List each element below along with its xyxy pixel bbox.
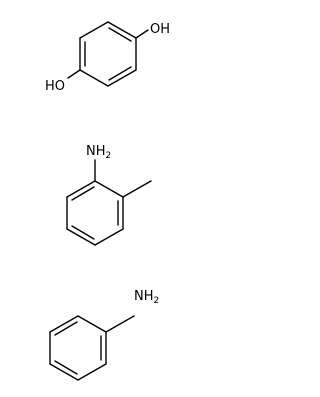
amino-label-main: NH	[86, 144, 106, 159]
hydroquinone-structure: OH HO	[45, 21, 170, 94]
bond-to-oh-top	[135, 29, 149, 39]
double-bond-inner	[54, 321, 78, 336]
bond-to-amino	[105, 315, 135, 333]
bond	[107, 69, 137, 87]
methyl-bond	[122, 180, 152, 198]
bond	[66, 180, 96, 198]
bond	[49, 315, 79, 333]
bond-to-oh-bottom	[67, 69, 81, 79]
double-bond-inner	[71, 225, 95, 240]
hydroxyl-label-bottom: HO	[45, 79, 65, 94]
hydroquinone-ring	[79, 21, 137, 87]
amino-label-subscript: 2	[106, 151, 112, 161]
chemical-structures-canvas: OH HO NH2	[45, 21, 170, 381]
bond	[94, 180, 124, 198]
bond	[79, 21, 109, 39]
amino-label-subscript: 2	[154, 296, 160, 306]
amino-label: NH2	[134, 289, 159, 306]
o-toluidine-ring	[66, 180, 124, 246]
double-bond-inner	[54, 360, 78, 375]
bond	[77, 363, 107, 381]
bond	[107, 21, 137, 39]
o-toluidine-structure: NH2	[66, 144, 152, 246]
bond	[77, 315, 107, 333]
double-bond-inner	[108, 66, 132, 81]
double-bond-inner	[71, 186, 95, 201]
double-bond-inner	[108, 27, 132, 42]
amino-label-main: NH	[134, 289, 154, 304]
aniline-structure: NH2	[49, 289, 159, 381]
bond	[66, 228, 96, 246]
hydroxyl-label-top: OH	[150, 22, 170, 37]
bond	[79, 69, 109, 87]
bond	[49, 363, 79, 381]
bond	[94, 228, 124, 246]
aniline-ring	[49, 315, 107, 381]
amino-label: NH2	[86, 144, 111, 161]
